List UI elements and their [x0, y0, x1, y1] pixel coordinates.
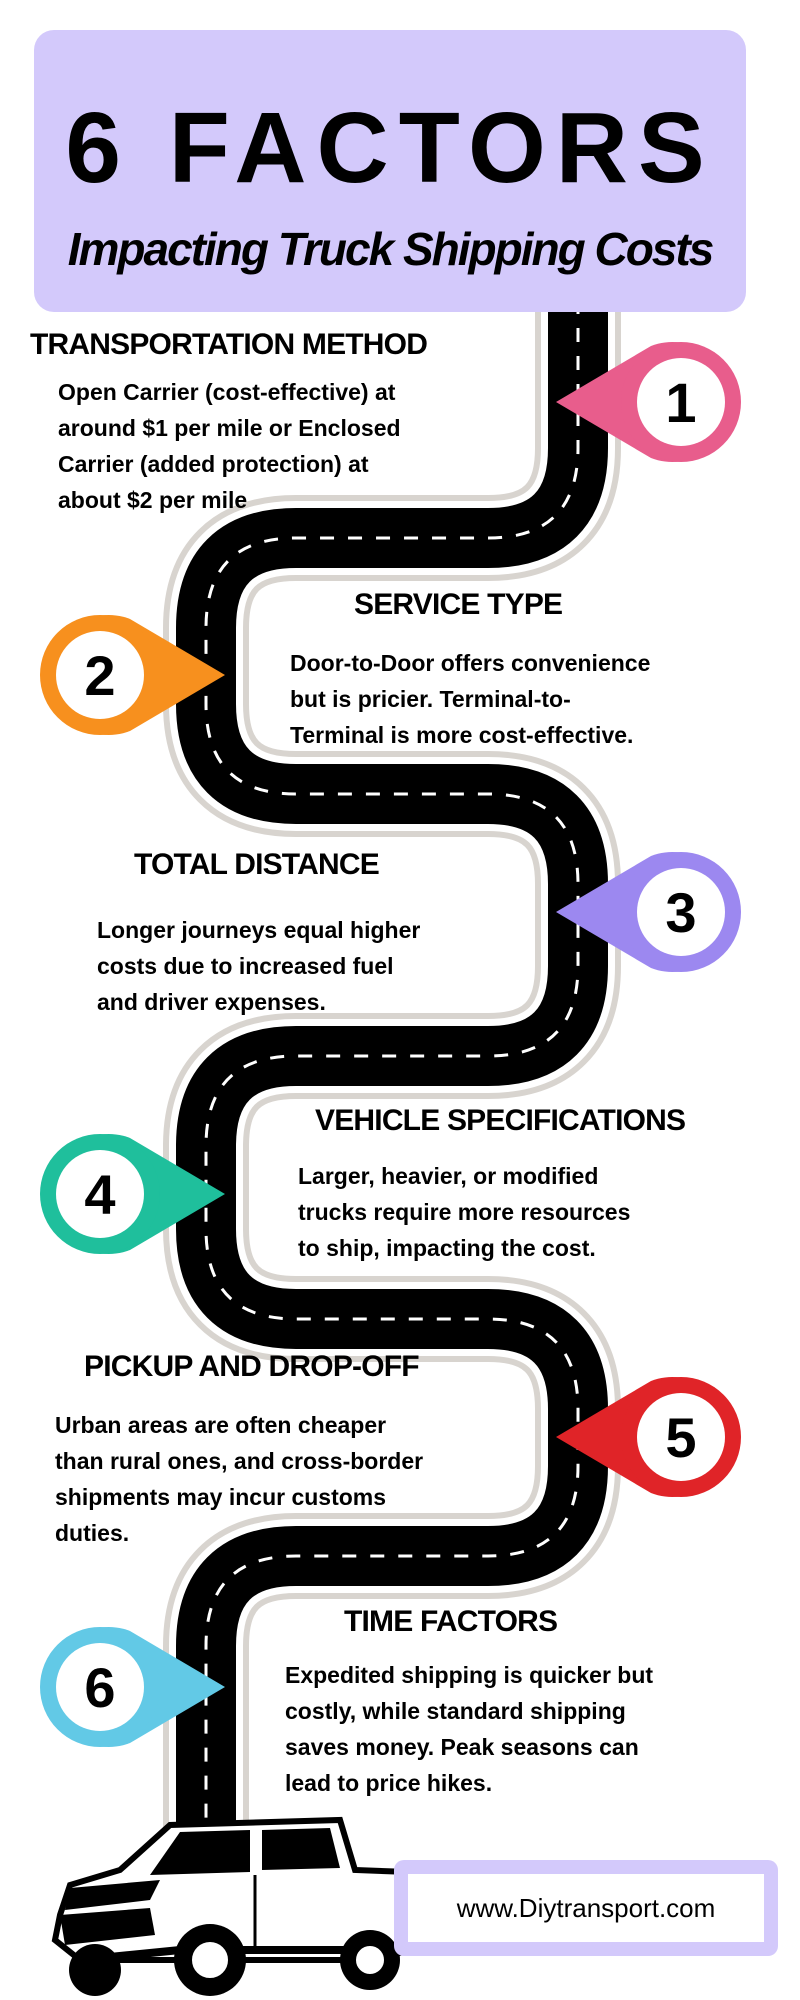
description-line: Expedited shipping is quicker but — [285, 1662, 654, 1688]
description-line: Longer journeys equal higher — [97, 917, 421, 943]
winding-road-icon — [163, 300, 621, 1880]
description-line: costly, while standard shipping — [285, 1698, 626, 1724]
factor-heading: TIME FACTORS — [344, 1605, 558, 1638]
factor-heading: TOTAL DISTANCE — [134, 848, 380, 881]
map-pin-icon: 3 — [556, 852, 741, 972]
map-pin-icon: 4 — [40, 1134, 226, 1254]
road-layer — [204, 300, 580, 1880]
factor-description: Open Carrier (cost-effective) at around $… — [58, 374, 401, 518]
map-pin-icon: 6 — [40, 1627, 226, 1747]
map-pin-icon: 2 — [40, 615, 226, 735]
description-line: but is pricier. Terminal-to- — [290, 686, 571, 712]
description-line: Larger, heavier, or modified — [298, 1163, 599, 1189]
description-line: to ship, impacting the cost. — [298, 1235, 596, 1261]
pin-number: 3 — [665, 881, 696, 944]
factor-heading: TRANSPORTATION METHOD — [30, 328, 428, 361]
pin-number: 6 — [84, 1656, 115, 1719]
description-line: lead to price hikes. — [285, 1770, 493, 1796]
page-title: 6 FACTORS — [65, 92, 715, 204]
website-link[interactable]: www.Diytransport.com — [408, 1874, 764, 1942]
factor-heading: SERVICE TYPE — [354, 588, 563, 621]
pin-number: 5 — [665, 1406, 696, 1469]
map-pin-icon: 1 — [556, 342, 741, 462]
description-line: than rural ones, and cross-border — [55, 1448, 424, 1474]
factor-description: Expedited shipping is quicker but costly,… — [285, 1657, 653, 1801]
description-line: shipments may incur customs — [55, 1484, 387, 1510]
description-line: saves money. Peak seasons can — [285, 1734, 639, 1760]
pickup-truck-icon — [51, 1816, 416, 1996]
description-line: Carrier (added protection) at — [58, 451, 369, 477]
description-line: around $1 per mile or Enclosed — [58, 415, 401, 441]
description-line: Urban areas are often cheaper — [55, 1412, 387, 1438]
description-line: about $2 per mile — [58, 487, 248, 513]
factor-description: Longer journeys equal higher costs due to… — [97, 912, 420, 1020]
page-subtitle: Impacting Truck Shipping Costs — [67, 223, 715, 275]
factor-heading: PICKUP AND DROP-OFF — [84, 1350, 420, 1383]
factor-heading: VEHICLE SPECIFICATIONS — [315, 1104, 686, 1137]
map-pin-icon: 5 — [556, 1377, 741, 1497]
description-line: Terminal is more cost-effective. — [290, 722, 634, 748]
website-banner: www.Diytransport.com — [394, 1860, 778, 1956]
pin-number: 1 — [665, 371, 696, 434]
description-line: trucks require more resources — [298, 1199, 631, 1225]
description-line: Open Carrier (cost-effective) at — [58, 379, 396, 405]
description-line: Door-to-Door offers convenience — [290, 650, 651, 676]
factor-description: Larger, heavier, or modified trucks requi… — [298, 1158, 630, 1266]
factor-description: Door-to-Door offers convenience but is pr… — [290, 645, 650, 753]
description-line: and driver expenses. — [97, 989, 326, 1015]
title-banner: 6 FACTORS Impacting Truck Shipping Costs — [34, 30, 746, 312]
pin-number: 2 — [84, 644, 115, 707]
pin-number: 4 — [84, 1163, 115, 1226]
description-line: duties. — [55, 1520, 130, 1546]
description-line: costs due to increased fuel — [97, 953, 394, 979]
factor-description: Urban areas are often cheaper than rural … — [55, 1407, 423, 1551]
